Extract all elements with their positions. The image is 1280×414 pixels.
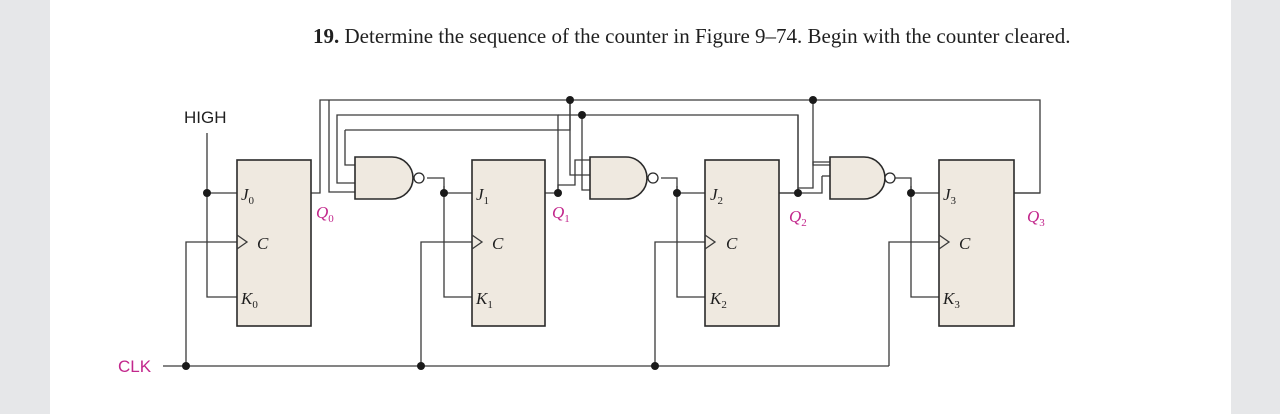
nand-gate-2-bubble [647,172,659,184]
ff0-k-label: K0 [240,289,258,311]
flipflop-0 [236,159,312,327]
q3-label: Q3 [1027,207,1045,229]
wiring [163,99,1041,367]
ff1-clock-label: C [492,234,504,253]
ff1-j-label: J1 [476,185,489,207]
ff2-clock-label: C [726,234,738,253]
junction-dots [182,96,915,370]
ff3-j-label: J3 [943,185,957,207]
ff1-k-label: K1 [475,289,493,311]
q1-label: Q1 [552,203,570,225]
nand-gate-3-bubble [884,172,896,184]
ff2-j-label: J2 [710,185,723,207]
ff3-k-label: K3 [942,289,960,311]
ff3-clock-label: C [959,234,971,253]
ff2-k-label: K2 [709,289,727,311]
q2-label: Q2 [789,207,807,229]
high-label: HIGH [184,108,227,127]
clk-label: CLK [118,357,152,376]
problem-statement: 19. Determine the sequence of the counte… [313,24,1071,49]
problem-number: 19. [313,24,340,48]
problem-text: Determine the sequence of the counter in… [344,24,1071,48]
nand-gate-3 [829,156,886,200]
nand-gate-1-bubble [413,172,425,184]
nand-gate-1 [354,156,414,200]
nand-gate-2 [589,156,648,200]
flipflop-2 [704,159,780,327]
flipflop-3 [938,159,1015,327]
clock-input-triangles [236,234,951,250]
ff0-clock-label: C [257,234,269,253]
q0-label: Q0 [316,203,334,225]
flipflop-1 [471,159,546,327]
ff0-j-label: J0 [241,185,255,207]
